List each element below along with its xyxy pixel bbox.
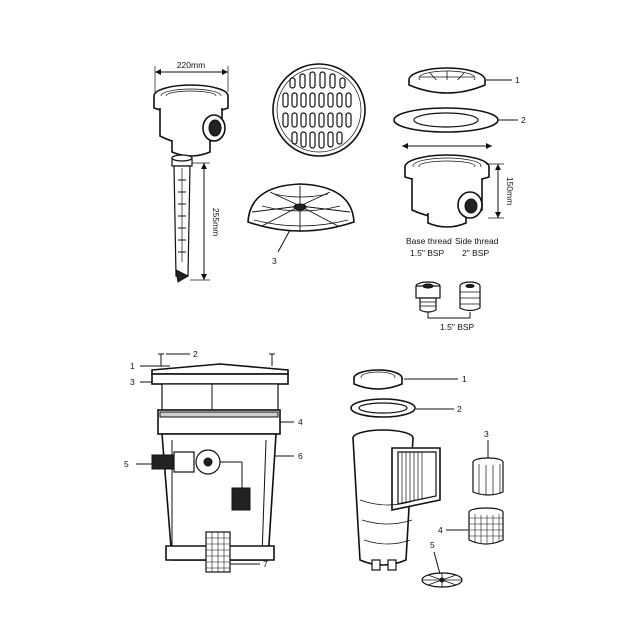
wall-skimmer-exploded: 1 2 3 4 [350, 369, 504, 588]
screw-left [158, 353, 164, 366]
br-callout-5: 5 [430, 540, 435, 550]
floor-drain-assembly: 220mm 255mm [153, 60, 229, 283]
br-callout-4: 4 [438, 525, 443, 535]
bl-callout-1: 1 [130, 361, 135, 371]
strainer-basket [205, 531, 231, 573]
float [231, 487, 251, 511]
drain-exploded-view: 1 2 150mm Base thread 1.5" BSP Side thre… [393, 67, 526, 332]
inlet-fitting [151, 449, 243, 488]
screw-right [269, 353, 275, 366]
grate-callout-leader [277, 229, 291, 253]
bl-callout-7: 7 [263, 559, 268, 569]
bl-callout-2: 2 [193, 349, 198, 359]
br-callout-3: 3 [484, 429, 489, 439]
top-right-callout-2: 2 [521, 115, 526, 125]
body-height-label: 150mm [505, 177, 515, 205]
round-grate [272, 63, 366, 157]
domed-grate: 3 [247, 183, 355, 266]
bl-callout-3: 3 [130, 377, 135, 387]
tube-markings [178, 179, 186, 253]
side-thread-size: 2" BSP [462, 248, 489, 258]
plug-thread-label: 1.5" BSP [440, 322, 475, 332]
br-callout-2: 2 [457, 404, 462, 414]
top-right-callout-1: 1 [515, 75, 520, 85]
br-callout-1: 1 [462, 374, 467, 384]
lid [151, 363, 289, 375]
width-dimension-label: 220mm [177, 60, 205, 70]
threaded-plug-right [459, 281, 481, 312]
height-dimension-label: 255mm [211, 208, 221, 236]
bl-callout-6: 6 [298, 451, 303, 461]
skimmer-cross-section: 2 1 3 4 6 5 [124, 349, 303, 573]
side-thread-label: Side thread [455, 236, 499, 246]
bl-callout-5: 5 [124, 459, 129, 469]
base-thread-size: 1.5" BSP [410, 248, 445, 258]
base-thread-label: Base thread [406, 236, 452, 246]
grate-callout-3: 3 [272, 256, 277, 266]
threaded-plug-left [415, 281, 441, 313]
frame-collar [151, 373, 289, 385]
bl-callout-4: 4 [298, 417, 303, 427]
